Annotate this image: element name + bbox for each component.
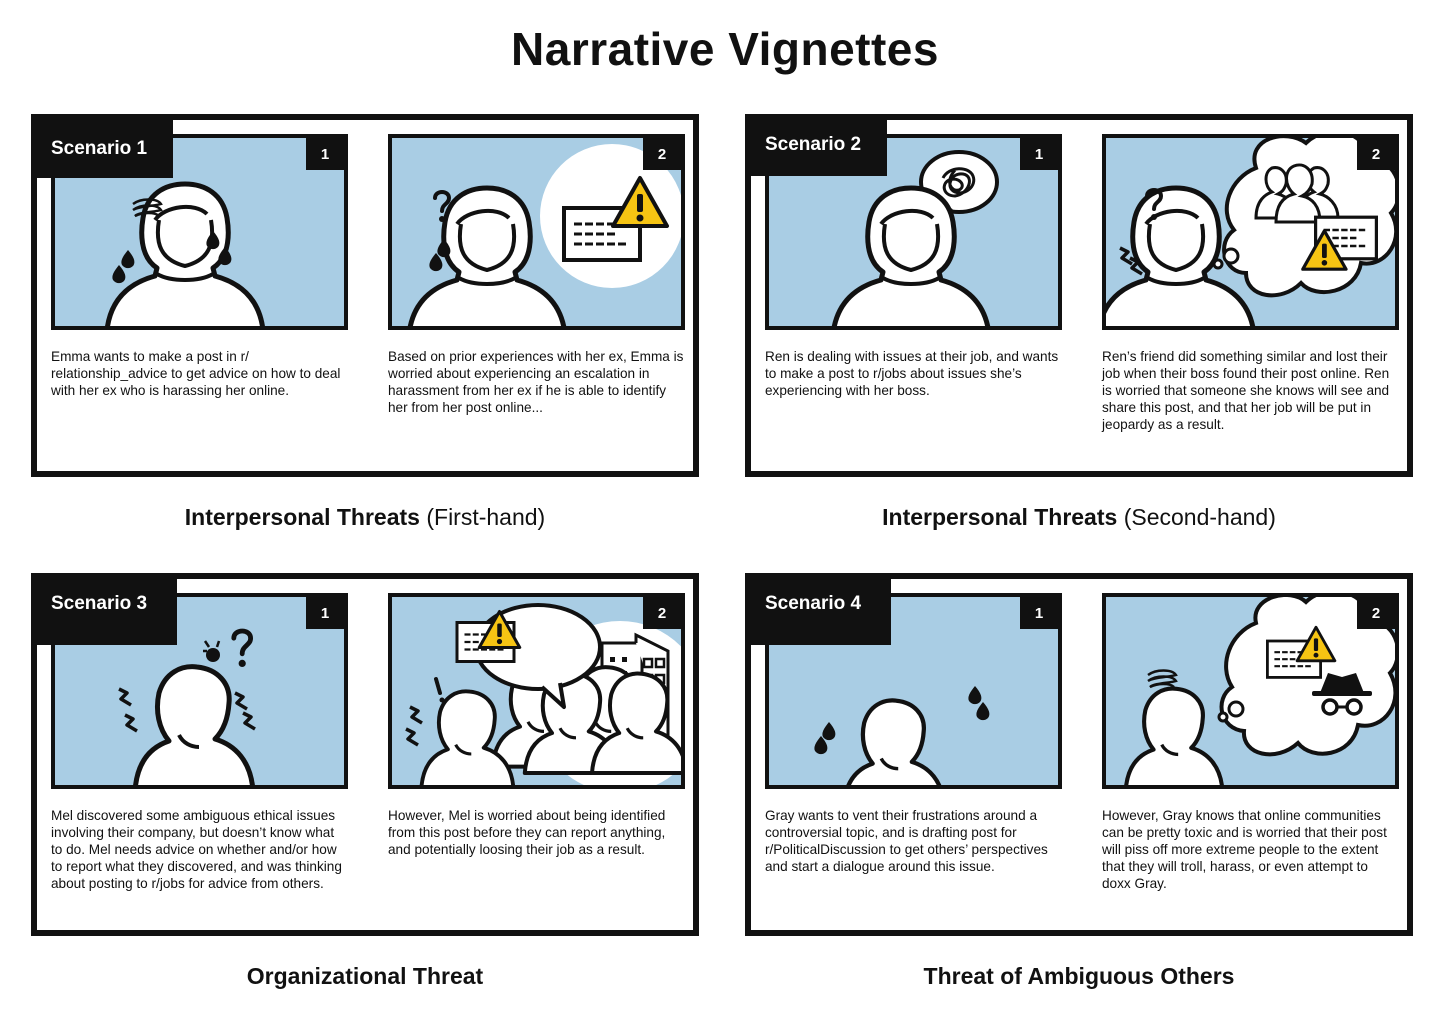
caption-rest: (Second-hand) xyxy=(1117,504,1276,530)
panel-number: 2 xyxy=(1357,597,1395,629)
scenario-4-panel-2: 2 xyxy=(1102,593,1399,789)
scenario-4-caption: Threat of Ambiguous Others xyxy=(745,963,1413,990)
person-profile-icon xyxy=(117,597,257,785)
scenario-3-text-2: However, Mel is worried about being iden… xyxy=(388,808,666,857)
page-title: Narrative Vignettes xyxy=(511,23,939,75)
panel-number: 1 xyxy=(1020,138,1058,170)
panel-number: 1 xyxy=(306,597,344,629)
scenario-2-panel-1: 1 xyxy=(765,134,1062,330)
speech-bubble-icon xyxy=(769,150,999,326)
scenario-4-text-1: Gray wants to vent their frustrations ar… xyxy=(765,808,1048,874)
stress-mark-icon xyxy=(1118,246,1134,266)
scenario-2-caption: Interpersonal Threats (Second-hand) xyxy=(745,504,1413,531)
scenario-4-text-2: However, Gray knows that online communit… xyxy=(1102,808,1387,891)
scenario-1-card: Scenario 1 1 2 Emma wants to make a post… xyxy=(31,114,699,477)
scenario-2-text-2: Ren’s friend did something similar and l… xyxy=(1102,349,1390,432)
caption-bold: Threat of Ambiguous Others xyxy=(923,963,1235,989)
scenario-tag: Scenario 2 xyxy=(745,114,887,176)
scenario-tag: Scenario 1 xyxy=(31,114,173,178)
panel-number: 1 xyxy=(1020,597,1058,629)
group-icon xyxy=(1254,163,1340,224)
thought-bubble-icon xyxy=(1106,138,1395,326)
scenario-1-text-1: Emma wants to make a post in r/ relation… xyxy=(51,349,341,398)
scenario-3-card: Scenario 3 1 2 xyxy=(31,573,699,936)
scenario-2-panel-2: 2 xyxy=(1102,134,1399,330)
scenario-4-card: Scenario 4 1 2 xyxy=(745,573,1413,936)
scenario-3-text-1: Mel discovered some ambiguous ethical is… xyxy=(51,808,342,891)
panel-number: 1 xyxy=(306,138,344,170)
sweat-drop-icon xyxy=(112,265,126,284)
warning-icon xyxy=(392,144,681,326)
caption-bold: Interpersonal Threats xyxy=(184,504,420,530)
panel-number: 2 xyxy=(643,597,681,629)
scenario-3-panel-2: 2 xyxy=(388,593,685,789)
scenario-3-caption: Organizational Threat xyxy=(31,963,699,990)
scenario-2-card: Scenario 2 1 2 Ren is d xyxy=(745,114,1413,477)
caption-bold: Organizational Threat xyxy=(246,963,484,989)
caption-rest: (First-hand) xyxy=(419,504,546,530)
scenario-1-panel-2: 2 xyxy=(388,134,685,330)
caption-bold: Interpersonal Threats xyxy=(882,504,1118,530)
scenario-1-caption: Interpersonal Threats (First-hand) xyxy=(31,504,699,531)
scenario-1-text-2: Based on prior experiences with her ex, … xyxy=(388,349,684,415)
building-icon xyxy=(404,603,681,785)
incognito-icon xyxy=(1106,597,1395,785)
scenario-tag: Scenario 3 xyxy=(31,573,177,645)
scenario-tag: Scenario 4 xyxy=(745,573,891,645)
panel-number: 2 xyxy=(1357,138,1395,170)
scenario-2-text-1: Ren is dealing with issues at their job,… xyxy=(765,349,1059,398)
incognito-icon xyxy=(1312,673,1372,716)
panel-number: 2 xyxy=(643,138,681,170)
